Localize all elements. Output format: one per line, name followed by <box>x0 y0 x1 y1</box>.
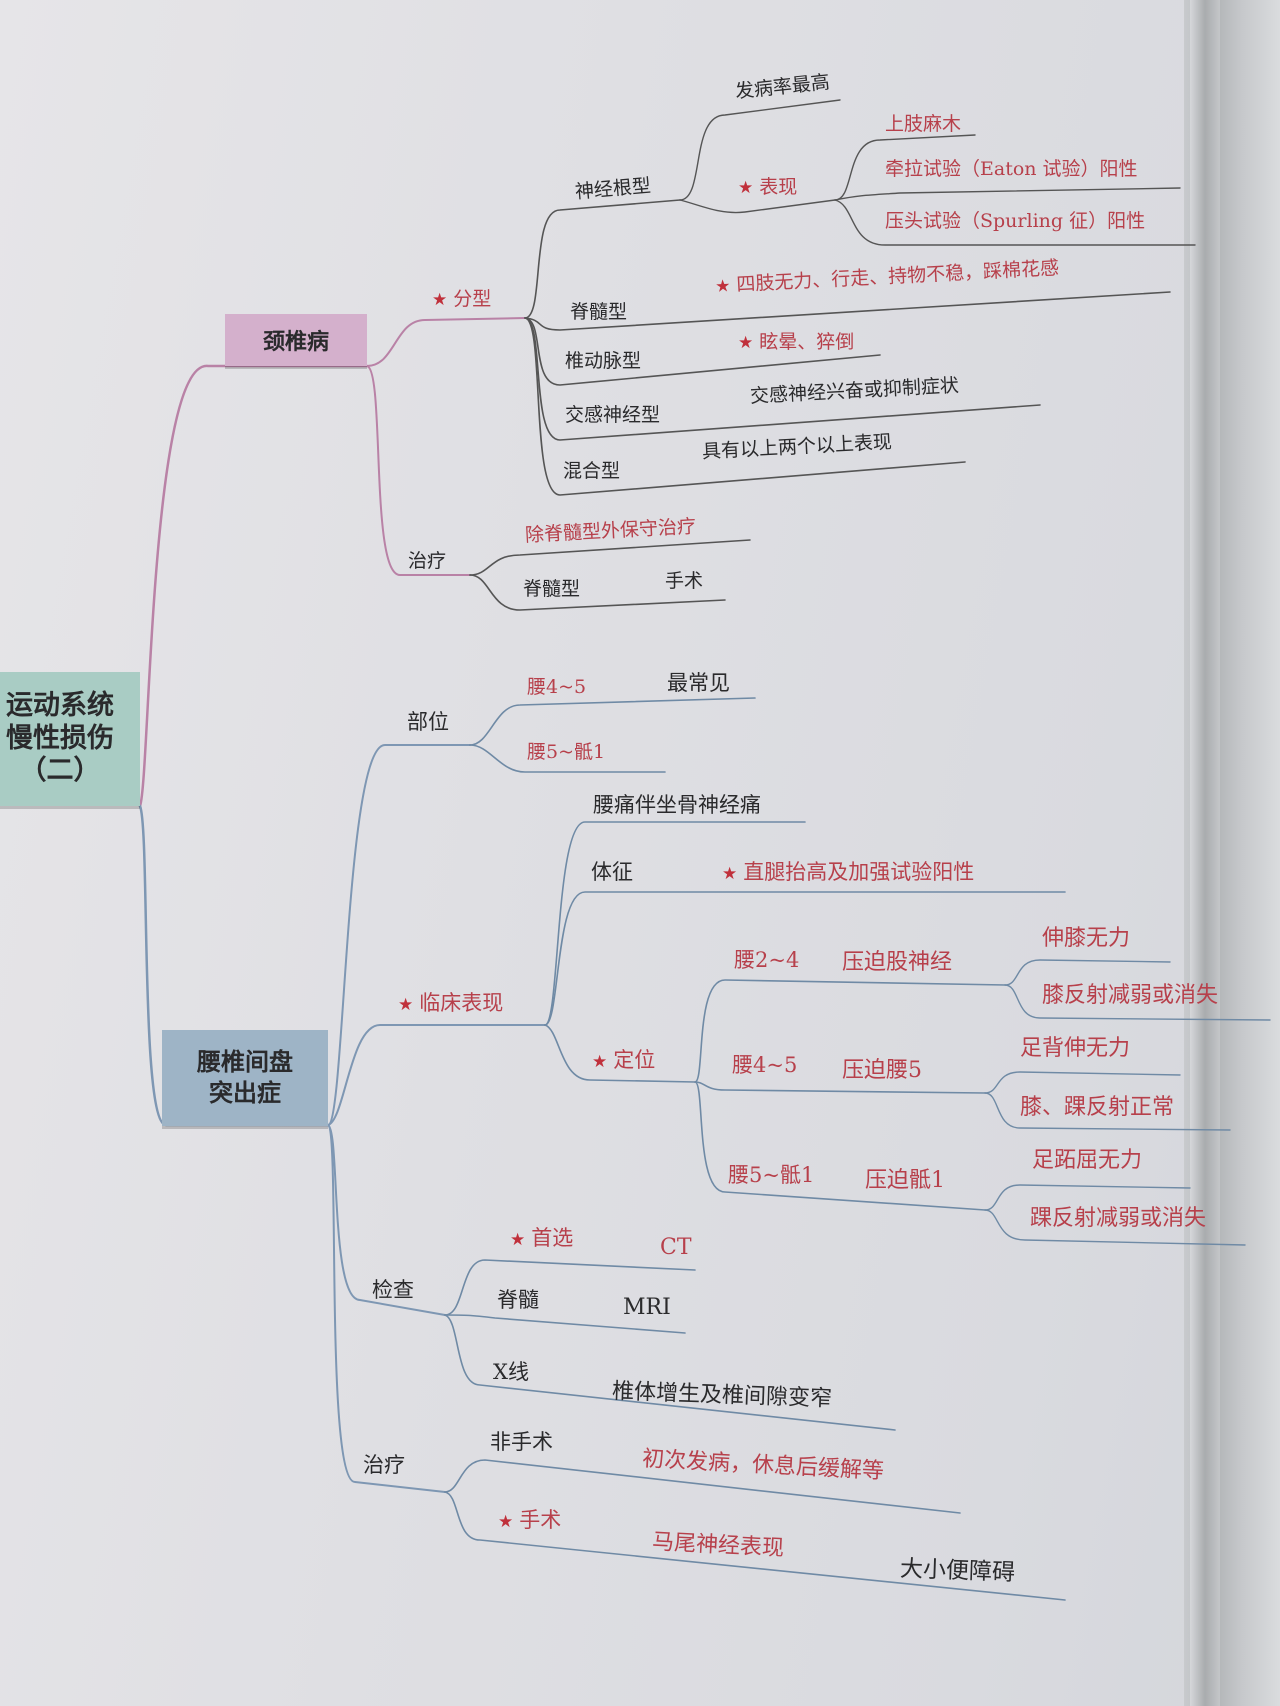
star-icon: ★ <box>398 995 414 1015</box>
symptom-sciatica: 腰痛伴坐骨神经痛 <box>593 793 761 817</box>
location-l4-l5: 腰4~5 <box>527 676 587 698</box>
star-icon: ★ <box>722 864 738 884</box>
root-title-line3: （二） <box>19 755 101 787</box>
finding-dorsiflexion-weak: 足背伸无力 <box>1020 1036 1131 1061</box>
cervical-treatment-surgery: 手术 <box>665 570 704 592</box>
type-vertebral-artery: 椎动脉型 <box>565 350 642 372</box>
localization-label: ★定位 <box>592 1048 656 1072</box>
level-l2-l4: 腰2~4 <box>734 948 800 972</box>
cervical-treatment-label: 治疗 <box>408 550 447 572</box>
lumbar-treatment-label: 治疗 <box>363 1453 405 1477</box>
radicular-finding-2: 牵拉试验（Eaton 试验）阳性 <box>885 158 1138 180</box>
radicular-finding-1: 上肢麻木 <box>885 113 962 135</box>
lumbar-node: 腰椎间盘 突出症 <box>162 1030 328 1126</box>
root-node: 运动系统 慢性损伤 （二） <box>0 672 140 806</box>
cervical-treatment-myelopathic: 脊髓型 <box>523 578 581 600</box>
exam-spinal-cord: 脊髓 <box>497 1288 539 1312</box>
exam-xray: X线 <box>493 1360 529 1384</box>
type-sympathetic: 交感神经型 <box>565 404 661 426</box>
star-icon: ★ <box>432 290 448 310</box>
exam-ct: CT <box>660 1235 692 1260</box>
type-mixed: 混合型 <box>563 460 621 482</box>
cervical-node: 颈椎病 <box>225 314 367 366</box>
location-most-common: 最常见 <box>667 671 730 695</box>
clinical-label: ★临床表现 <box>398 991 504 1015</box>
lumbar-title-line2: 突出症 <box>209 1079 281 1107</box>
location-l5-s1: 腰5~骶1 <box>527 741 606 763</box>
page-binding-shadow <box>1190 0 1220 1706</box>
star-icon: ★ <box>592 1052 608 1072</box>
finding-ankle-reflex-reduced: 踝反射减弱或消失 <box>1030 1206 1207 1231</box>
star-icon: ★ <box>714 276 732 297</box>
finding-knee-extension-weak: 伸膝无力 <box>1042 926 1131 951</box>
star-icon: ★ <box>510 1230 526 1250</box>
exam-label: 检查 <box>372 1278 414 1302</box>
finding-knee-reflex-reduced: 膝反射减弱或消失 <box>1042 983 1219 1008</box>
nerve-femoral: 压迫股神经 <box>842 950 953 975</box>
nerve-l5: 压迫腰5 <box>842 1058 922 1083</box>
lumbar-title-line1: 腰椎间盘 <box>197 1047 293 1076</box>
sign-slr-test: ★直腿抬高及加强试验阳性 <box>722 860 975 884</box>
root-title-line2: 慢性损伤 <box>6 722 114 754</box>
star-icon: ★ <box>738 178 754 198</box>
sign-label: 体征 <box>591 860 633 884</box>
root-title-line1: 运动系统 <box>6 690 114 722</box>
radicular-finding-3: 压头试验（Spurling 征）阳性 <box>885 210 1146 232</box>
exam-first-choice: ★首选 <box>510 1226 574 1250</box>
star-icon: ★ <box>738 333 754 353</box>
treatment-surgical: ★手术 <box>498 1508 562 1532</box>
location-label: 部位 <box>407 710 449 734</box>
treatment-incontinence: 大小便障碍 <box>899 1556 1016 1586</box>
type-myelopathic: 脊髓型 <box>570 301 628 323</box>
level-l5-s1: 腰5~骶1 <box>728 1163 815 1187</box>
finding-plantarflexion-weak: 足跖屈无力 <box>1032 1148 1143 1173</box>
star-icon: ★ <box>498 1512 514 1532</box>
classification-label: ★分型 <box>432 288 492 310</box>
treatment-nonsurgical: 非手术 <box>490 1430 553 1454</box>
level-l4-l5: 腰4~5 <box>732 1053 798 1077</box>
vertebral-artery-detail: ★眩晕、猝倒 <box>738 331 855 353</box>
finding-reflex-normal: 膝、踝反射正常 <box>1020 1095 1175 1120</box>
nerve-s1: 压迫骶1 <box>865 1168 945 1193</box>
exam-mri: MRI <box>623 1295 671 1320</box>
radicular-manifestation-label: ★表现 <box>738 176 798 198</box>
